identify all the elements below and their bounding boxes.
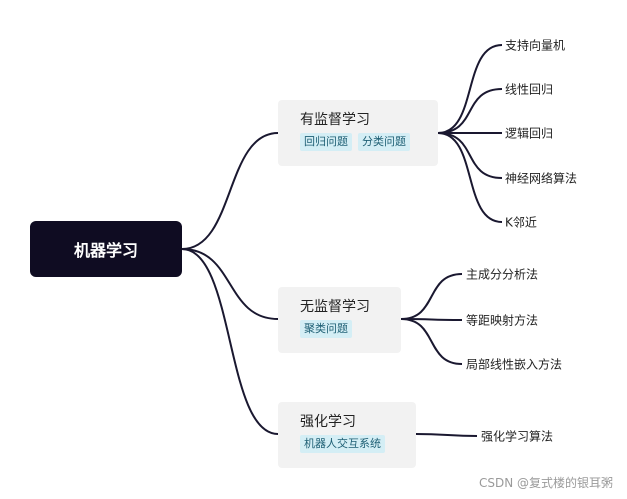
root-label: 机器学习	[73, 241, 138, 260]
branch-node-unsupervised[interactable]: 无监督学习 聚类问题	[278, 287, 401, 353]
branch-label: 有监督学习	[300, 112, 370, 128]
watermark: CSDN @复式楼的银耳粥	[478, 476, 613, 490]
branch-label: 无监督学习	[300, 299, 370, 315]
tag-label: 回归问题	[300, 133, 352, 151]
leaf-node[interactable]: 强化学习算法	[481, 429, 554, 444]
leaf-node[interactable]: 神经网络算法	[505, 171, 578, 186]
leaf-node[interactable]: 线性回归	[505, 82, 554, 97]
leaf-node[interactable]: 等距映射方法	[466, 313, 539, 328]
leaf-node[interactable]: K邻近	[505, 215, 537, 230]
branch-node-supervised[interactable]: 有监督学习 回归问题 分类问题	[278, 100, 438, 166]
branch-node-reinforcement[interactable]: 强化学习 机器人交互系统	[278, 402, 416, 468]
branch-label: 强化学习	[300, 414, 356, 430]
leaf-node[interactable]: 局部线性嵌入方法	[466, 357, 563, 372]
tag-label: 机器人交互系统	[300, 435, 385, 453]
root-node[interactable]: 机器学习	[30, 221, 182, 277]
leaf-node[interactable]: 支持向量机	[505, 38, 566, 53]
tag-label: 聚类问题	[300, 320, 352, 338]
tag-label: 分类问题	[358, 133, 410, 151]
leaf-node[interactable]: 逻辑回归	[505, 126, 554, 141]
leaf-node[interactable]: 主成分分析法	[466, 267, 539, 282]
